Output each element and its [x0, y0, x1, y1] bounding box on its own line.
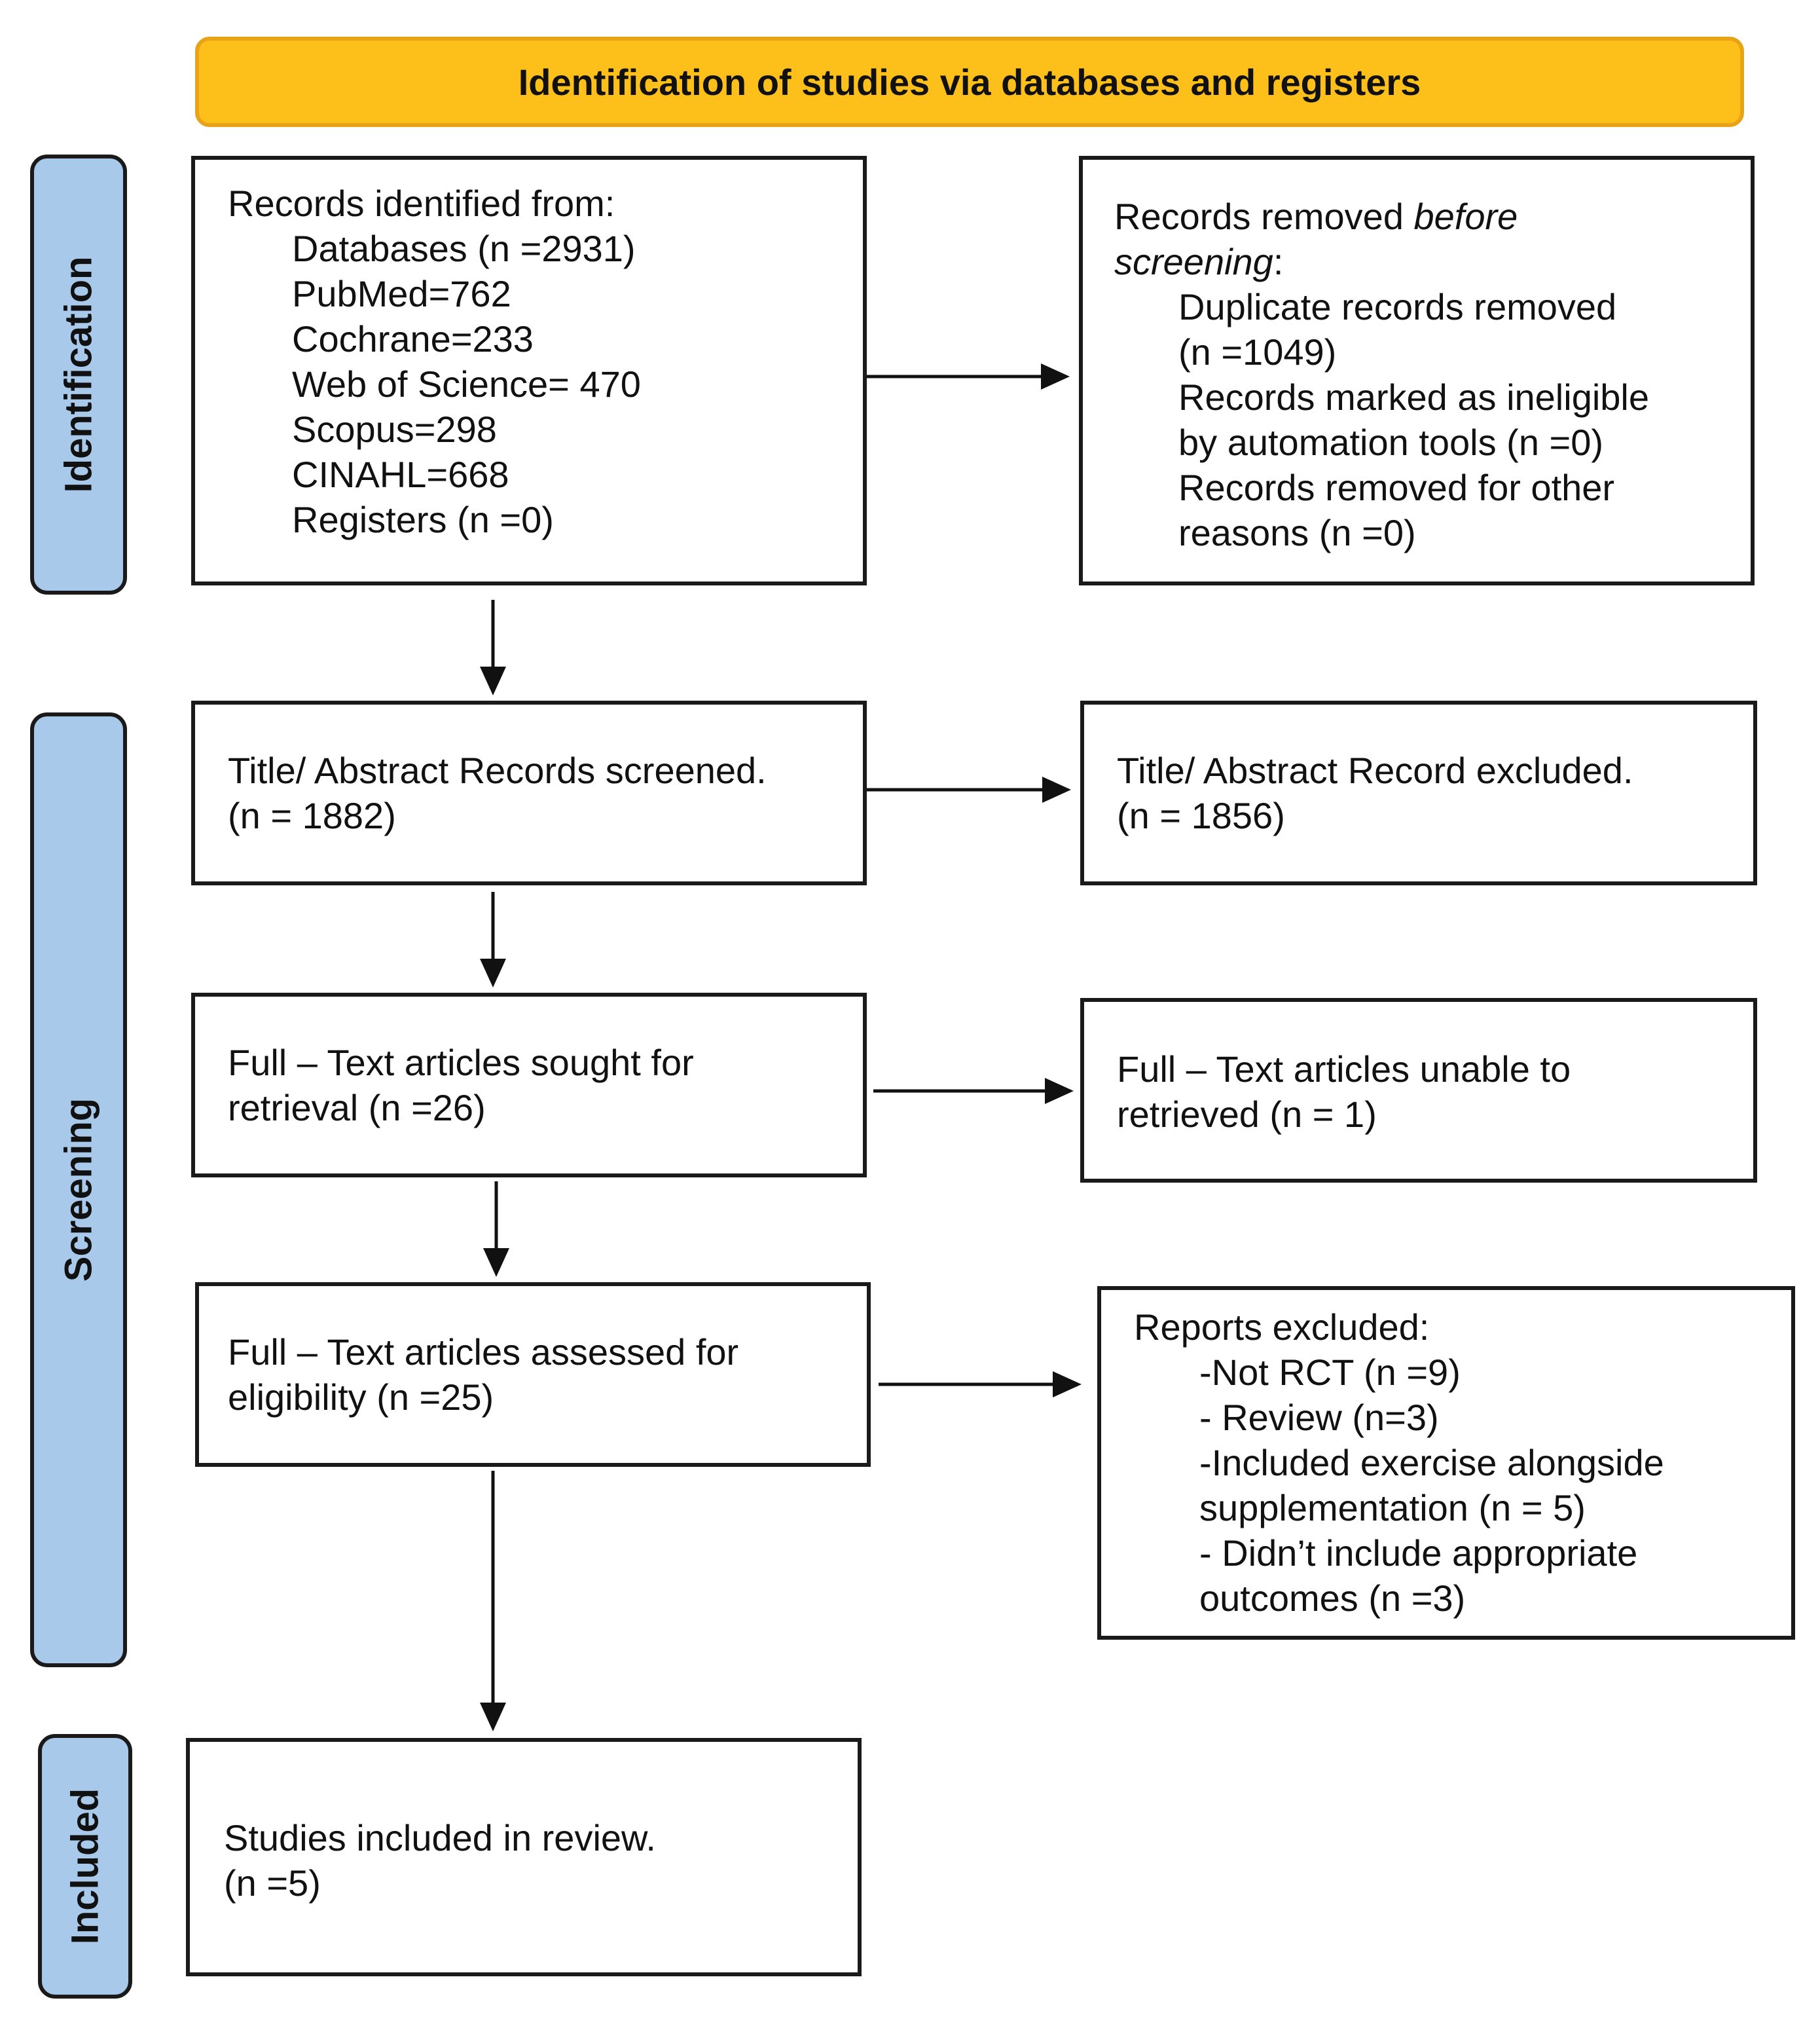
excluded-outcomes: - Didn’t include appropriate — [1199, 1532, 1638, 1574]
fulltext-assessed-box: Full – Text articles assessed for eligib… — [195, 1282, 871, 1467]
fulltext-unable-box: Full – Text articles unable to retrieved… — [1080, 998, 1757, 1183]
excluded-exercise-count: supplementation (n = 5) — [1199, 1487, 1586, 1528]
records-removed-heading-line1: Records removed before — [1114, 194, 1518, 239]
phase-screening: Screening — [30, 712, 127, 1667]
phase-included: Included — [38, 1734, 132, 1999]
arrow-sought-to-unable — [873, 1078, 1074, 1104]
removed-ineligible: Records marked as ineligible — [1178, 377, 1650, 418]
records-removed-box: Records removed before screening: Duplic… — [1079, 156, 1755, 585]
phase-identification: Identification — [30, 155, 127, 595]
records-removed-colon: : — [1273, 241, 1284, 282]
removed-other: Records removed for other — [1178, 467, 1615, 508]
fulltext-unable-line1: Full – Text articles unable to — [1117, 1048, 1571, 1090]
records-web-of-science: Web of Science= 470 — [292, 363, 641, 405]
records-identified-heading: Records identified from: — [228, 183, 615, 224]
removed-duplicates-count: (n =1049) — [1178, 331, 1337, 373]
fulltext-sought-line2: retrieval (n =26) — [228, 1087, 486, 1128]
fulltext-unable-line2: retrieved (n = 1) — [1117, 1094, 1377, 1135]
banner-title: Identification of studies via databases … — [518, 61, 1421, 103]
arrow-identified-to-removed — [867, 363, 1070, 390]
excluded-review: - Review (n=3) — [1199, 1397, 1439, 1438]
fulltext-assessed-line2: eligibility (n =25) — [228, 1376, 494, 1418]
fulltext-sought-line1: Full – Text articles sought for — [228, 1042, 694, 1083]
title-excluded-box: Title/ Abstract Record excluded. (n = 18… — [1080, 701, 1757, 885]
title-screened-line2: (n = 1882) — [228, 795, 396, 836]
included-box: Studies included in review. (n =5) — [186, 1738, 862, 1976]
records-identified-box: Records identified from: Databases (n =2… — [191, 156, 867, 585]
records-pubmed: PubMed=762 — [292, 273, 511, 314]
arrow-sought-to-assessed — [483, 1181, 509, 1277]
records-cinahl: CINAHL=668 — [292, 454, 509, 495]
arrow-identified-to-screened — [480, 600, 506, 695]
excluded-exercise: -Included exercise alongside — [1199, 1442, 1664, 1483]
fulltext-sought-box: Full – Text articles sought for retrieva… — [191, 993, 867, 1177]
records-scopus: Scopus=298 — [292, 409, 497, 450]
arrow-assessed-to-reports-excluded — [879, 1371, 1082, 1397]
included-line2: (n =5) — [224, 1862, 321, 1904]
arrow-assessed-to-included — [480, 1471, 506, 1731]
excluded-outcomes-count: outcomes (n =3) — [1199, 1578, 1466, 1619]
records-removed-heading-line2: screening: — [1114, 239, 1283, 284]
arrow-screened-to-excluded — [867, 777, 1071, 803]
reports-excluded-box: Reports excluded: -Not RCT (n =9) - Revi… — [1097, 1286, 1795, 1640]
records-removed-screening: screening — [1114, 241, 1273, 282]
records-removed-before: before — [1413, 196, 1518, 237]
arrow-screened-to-sought — [480, 892, 506, 987]
included-line1: Studies included in review. — [224, 1817, 656, 1858]
title-screened-box: Title/ Abstract Records screened. (n = 1… — [191, 701, 867, 885]
title-screened-line1: Title/ Abstract Records screened. — [228, 750, 767, 791]
title-excluded-line1: Title/ Abstract Record excluded. — [1117, 750, 1633, 791]
removed-other-count: reasons (n =0) — [1178, 512, 1416, 553]
records-cochrane: Cochrane=233 — [292, 318, 534, 360]
fulltext-assessed-line1: Full – Text articles assessed for — [228, 1331, 739, 1373]
records-removed-prefix: Records removed — [1114, 196, 1414, 237]
removed-ineligible-count: by automation tools (n =0) — [1178, 422, 1604, 463]
excluded-not-rct: -Not RCT (n =9) — [1199, 1352, 1461, 1393]
title-excluded-line2: (n = 1856) — [1117, 795, 1285, 836]
removed-duplicates: Duplicate records removed — [1178, 286, 1617, 327]
records-registers: Registers (n =0) — [292, 499, 554, 540]
reports-excluded-heading: Reports excluded: — [1134, 1306, 1430, 1348]
records-databases: Databases (n =2931) — [292, 228, 636, 269]
identification-banner: Identification of studies via databases … — [195, 37, 1744, 127]
